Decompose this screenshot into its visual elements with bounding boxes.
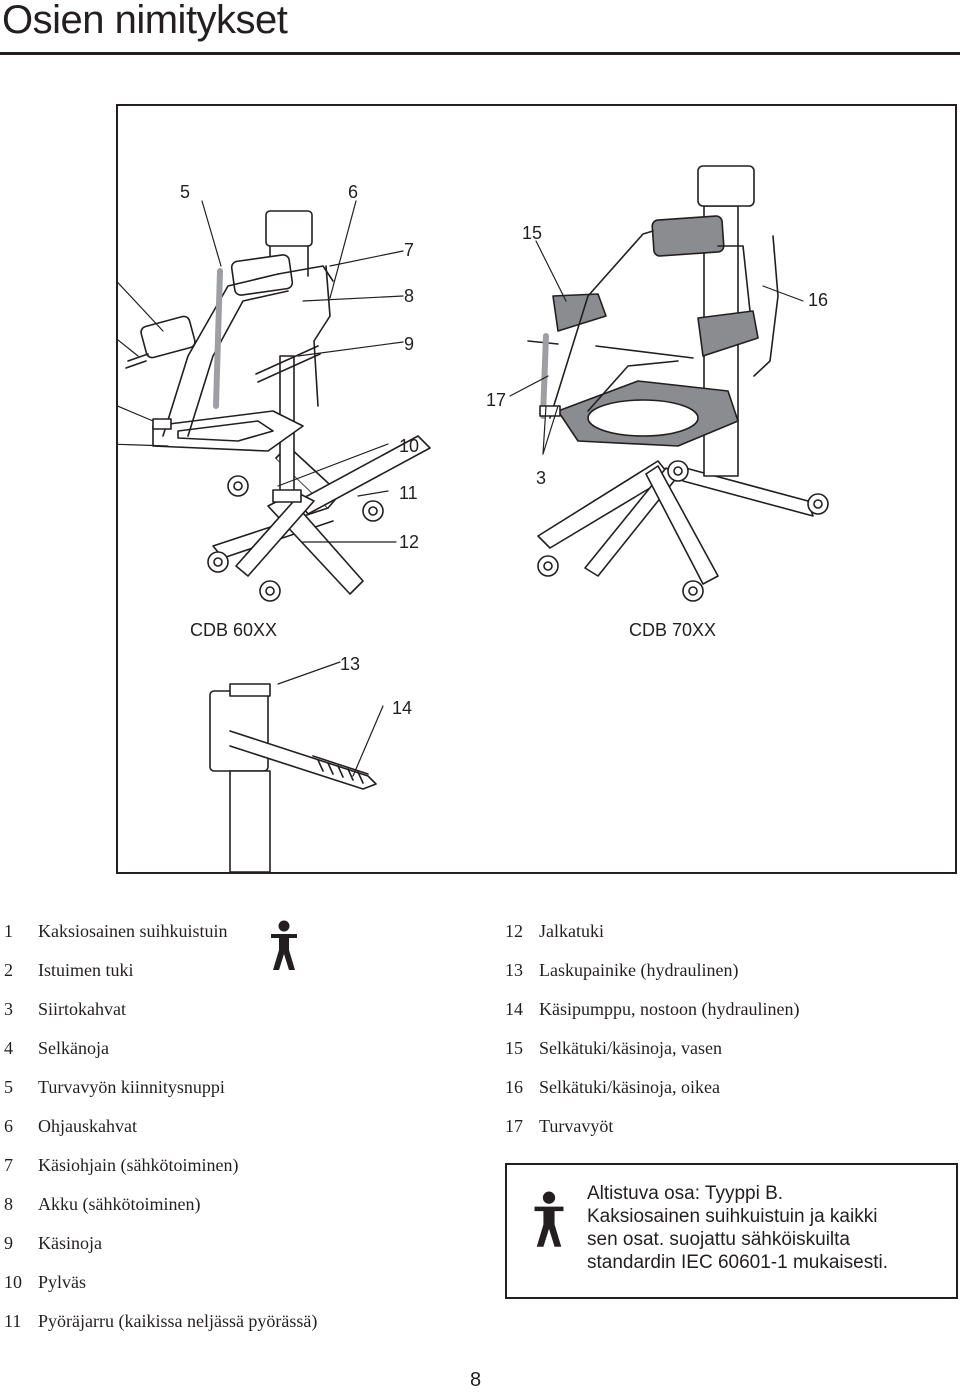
callout-3b: 3 bbox=[536, 468, 546, 488]
notice-text: Altistuva osa: Tyyppi B. Kaksiosainen su… bbox=[587, 1182, 888, 1274]
callout-12: 12 bbox=[399, 532, 419, 552]
shower-chair-illustration: 5 6 7 8 9 4 3 2 1 10 11 12 13 14 15 16 1… bbox=[118, 165, 829, 872]
notice-line: Kaksiosainen suihkuistuin ja kaikki bbox=[587, 1206, 878, 1227]
title-rule bbox=[0, 52, 960, 55]
callout-11: 11 bbox=[399, 483, 418, 503]
callout-6: 6 bbox=[348, 182, 358, 202]
callout-leaders bbox=[118, 200, 804, 777]
type-b-applied-part-icon bbox=[271, 920, 297, 970]
chair-cdb60-drawing bbox=[125, 210, 431, 602]
callout-7: 7 bbox=[404, 240, 414, 260]
callout-10: 10 bbox=[399, 436, 419, 456]
callout-13: 13 bbox=[340, 654, 360, 674]
callout-14: 14 bbox=[392, 698, 412, 718]
model-label-left: CDB 60XX bbox=[190, 620, 277, 640]
applied-part-notice: Altistuva osa: Tyyppi B. Kaksiosainen su… bbox=[505, 1163, 958, 1299]
notice-line: standardin IEC 60601-1 mukaisesti. bbox=[587, 1252, 888, 1273]
callout-17: 17 bbox=[486, 390, 506, 410]
parts-figure: 5 6 7 8 9 4 3 2 1 10 11 12 13 14 15 16 1… bbox=[116, 104, 957, 874]
column-detail-drawing bbox=[209, 683, 377, 872]
callout-16: 16 bbox=[808, 290, 828, 310]
callout-15: 15 bbox=[522, 223, 542, 243]
notice-line: sen osat. suojattu sähköiskuilta bbox=[587, 1229, 850, 1250]
notice-line: Altistuva osa: Tyyppi B. bbox=[587, 1183, 784, 1204]
chair-cdb70-drawing bbox=[527, 165, 829, 602]
callout-9: 9 bbox=[404, 334, 414, 354]
page-title: Osien nimitykset bbox=[2, 0, 288, 42]
callout-5: 5 bbox=[180, 182, 190, 202]
callout-8: 8 bbox=[404, 286, 414, 306]
type-b-applied-part-icon bbox=[534, 1191, 564, 1247]
model-label-right: CDB 70XX bbox=[629, 620, 716, 640]
page-number: 8 bbox=[470, 1369, 482, 1391]
